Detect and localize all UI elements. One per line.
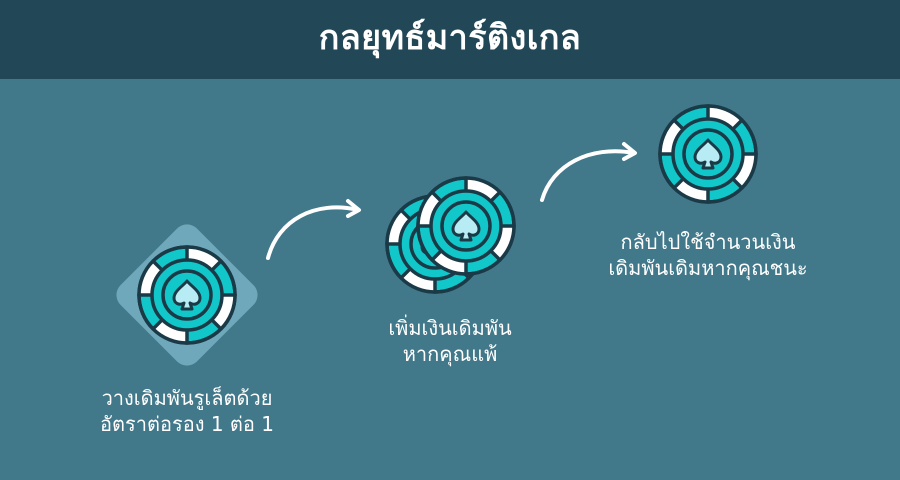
step3-caption: กลับไปใช้จำนวนเงิน เดิมพันเดิมหากคุณชนะ [578, 229, 838, 281]
poker-chip-front-icon [416, 176, 516, 276]
step2-line1: เพิ่มเงินเดิมพัน [388, 316, 512, 340]
arrow-right-icon [540, 142, 637, 202]
step1-caption: วางเดิมพันรูเล็ตด้วย อัตราต่อรอง 1 ต่อ 1 [67, 385, 307, 437]
poker-chip-icon [658, 104, 758, 204]
step1-line1: วางเดิมพันรูเล็ตด้วย [101, 386, 273, 410]
step3-line2: เดิมพันเดิมหากคุณชนะ [608, 256, 808, 280]
poker-chip-icon [137, 245, 237, 345]
step3-line1: กลับไปใช้จำนวนเงิน [620, 230, 796, 254]
header-banner: กลยุทธ์มาร์ติงเกล [0, 0, 900, 79]
step1-line2: อัตราต่อรอง 1 ต่อ 1 [99, 412, 274, 436]
page-title: กลยุทธ์มาร์ติงเกล [318, 17, 582, 58]
arrow-right-icon [266, 199, 361, 260]
step2-line2: หากคุณแพ้ [402, 342, 498, 366]
step2-caption: เพิ่มเงินเดิมพัน หากคุณแพ้ [350, 315, 550, 367]
step3-icon [658, 104, 758, 204]
step2-icon [385, 176, 516, 294]
step1-icon [116, 224, 258, 366]
